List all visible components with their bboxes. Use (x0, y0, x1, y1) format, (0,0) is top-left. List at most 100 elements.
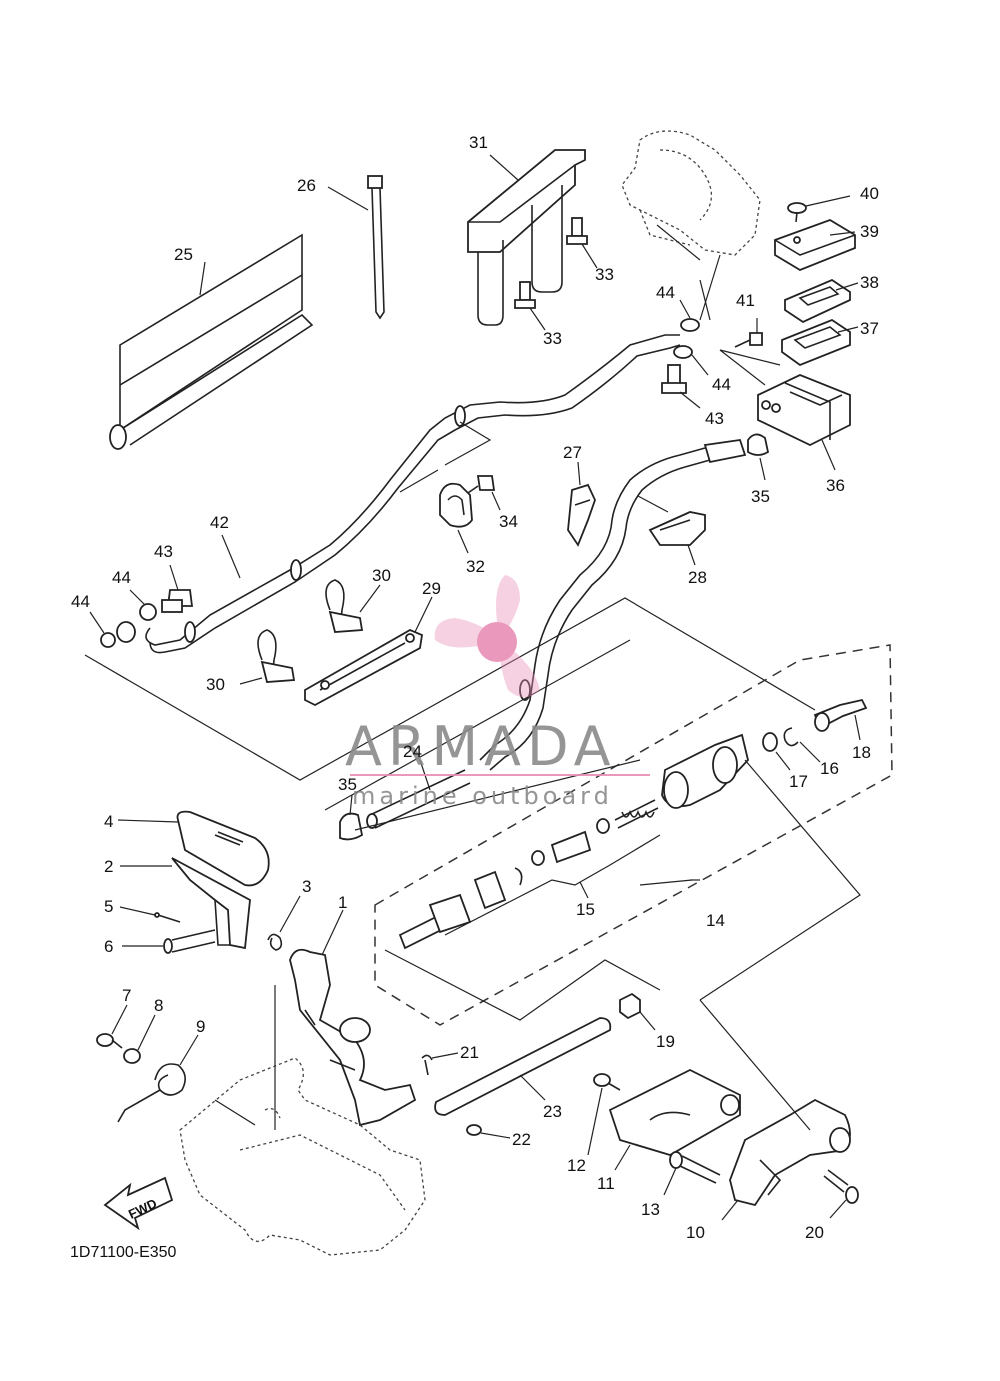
part-4-grip (117, 810, 270, 887)
part-33-bolt-lower (514, 281, 546, 331)
part-26-cable-tie (327, 175, 385, 320)
callout-19: 19 (656, 1032, 675, 1051)
callout-18: 18 (852, 743, 871, 762)
part-38-diaphragm (784, 278, 859, 324)
part-39-cap (774, 219, 856, 272)
part-44-washer-a (679, 299, 700, 332)
callout-44d: 44 (712, 375, 731, 394)
callout-23: 23 (543, 1102, 562, 1121)
callout-7: 7 (122, 986, 131, 1005)
callout-44c: 44 (656, 283, 675, 302)
part-44-washer-b (673, 345, 709, 376)
callout-38: 38 (860, 273, 879, 292)
part-40-screw (787, 195, 851, 223)
part-8-washer (123, 1014, 156, 1064)
callout-43b: 43 (705, 409, 724, 428)
part-44-washer-c (129, 589, 157, 621)
callout-33b: 33 (543, 329, 562, 348)
part-42-hose (145, 334, 681, 654)
part-22-washer (466, 1124, 511, 1139)
part-33-bolt-upper (566, 217, 598, 269)
callout-40: 40 (860, 184, 879, 203)
part-35-clamp-lower (339, 794, 364, 841)
callout-10: 10 (686, 1223, 705, 1242)
callout-6: 6 (104, 937, 113, 956)
fwd-arrow-icon: FWD (103, 1176, 174, 1231)
part-23-rod (434, 1017, 612, 1116)
callout-15: 15 (576, 900, 595, 919)
part-7-bolt (96, 1004, 128, 1049)
part-43-bolt-right (661, 364, 701, 409)
part-9-spring (117, 1034, 199, 1123)
callout-20: 20 (805, 1223, 824, 1242)
callout-24: 24 (403, 742, 422, 761)
callout-44b: 44 (71, 592, 90, 611)
callout-3: 3 (302, 877, 311, 896)
callout-14: 14 (706, 911, 725, 930)
part-28-clamp (648, 511, 706, 566)
callout-21: 21 (460, 1043, 479, 1062)
part-21-cotter (421, 1052, 459, 1076)
clamp-bracket-outline (179, 985, 426, 1256)
callout-31: 31 (469, 133, 488, 152)
callout-26: 26 (297, 176, 316, 195)
callout-9: 9 (196, 1017, 205, 1036)
part-20-bolt (823, 1169, 859, 1219)
callout-labels: 1 2 3 4 5 6 7 8 9 10 11 12 13 14 15 16 1… (71, 133, 879, 1242)
part-6-bolt (122, 929, 216, 954)
callout-41: 41 (736, 291, 755, 310)
callout-35b: 35 (751, 487, 770, 506)
leader-frame-lower (324, 639, 861, 1131)
part-2-lever (120, 857, 251, 950)
part-36-reservoir (719, 349, 851, 471)
callout-30a: 30 (372, 566, 391, 585)
propeller-logo-icon (434, 575, 540, 698)
part-37-seal (781, 318, 859, 367)
callout-32: 32 (466, 557, 485, 576)
part-30-clip-lower (239, 629, 296, 685)
callout-2: 2 (104, 857, 113, 876)
callout-17: 17 (789, 772, 808, 791)
callout-25: 25 (174, 245, 193, 264)
callout-37: 37 (860, 319, 879, 338)
callout-22: 22 (512, 1130, 531, 1149)
part-24-hose (366, 759, 471, 829)
part-17-ring (762, 732, 791, 771)
callout-30b: 30 (206, 675, 225, 694)
part-19-nut (619, 992, 656, 1031)
callout-39: 39 (860, 222, 879, 241)
callout-4: 4 (104, 812, 113, 831)
callout-33a: 33 (595, 265, 614, 284)
part-43-bolt-left (161, 564, 194, 613)
watermark-title: ARMADA (345, 715, 617, 778)
watermark-subtitle: marine outboard (352, 782, 613, 810)
callout-36: 36 (826, 476, 845, 495)
part-5-pin (119, 906, 181, 923)
part-44-washer-d (89, 611, 116, 648)
part-29-plate (304, 596, 433, 707)
callout-16: 16 (820, 759, 839, 778)
part-10-tilt-link (721, 1098, 851, 1221)
part-27-clip (567, 461, 596, 547)
engine-crankcase-outline (621, 130, 761, 321)
callout-1: 1 (338, 893, 347, 912)
callout-8: 8 (154, 996, 163, 1015)
part-1-tilt-lever (289, 909, 417, 1127)
callout-5: 5 (104, 897, 113, 916)
part-13-bolt (663, 1151, 721, 1196)
tilt-cylinder-body (661, 733, 749, 809)
callout-12: 12 (567, 1156, 586, 1175)
callout-44a: 44 (112, 568, 131, 587)
part-16-clip (783, 727, 821, 763)
part-35-clamp-upper (747, 433, 770, 481)
part-32-clamp (439, 482, 473, 554)
diagram-code: 1D71100-E350 (70, 1244, 177, 1261)
part-3-spring (267, 895, 301, 951)
part-12-bolt (587, 1073, 621, 1156)
callout-28: 28 (688, 568, 707, 587)
leader-frame-upper (84, 279, 816, 781)
part-11-plate (608, 1068, 741, 1171)
part-25-shade (109, 233, 314, 450)
part-41-bolt (734, 318, 763, 348)
part-14-assembly-frame (374, 644, 893, 1026)
